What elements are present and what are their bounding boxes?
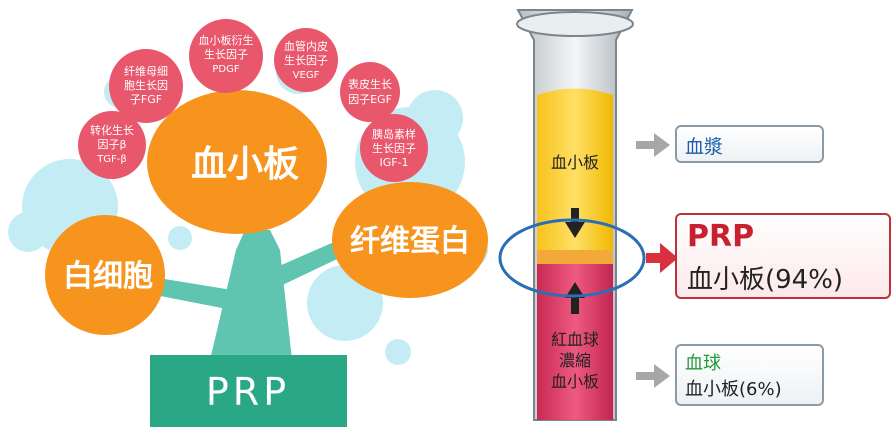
gf-tgf-line3: TGF-β <box>96 154 127 165</box>
blood-cell-detail: 血小板(6%) <box>685 379 782 400</box>
tree-nodes: 血小板 白细胞 纤维蛋白 <box>45 90 488 335</box>
arrow-right-red-icon <box>646 243 678 273</box>
gf-igf-line2: 生长因子 <box>372 141 416 155</box>
blood-cell-box: 血球 血小板(6%) <box>675 344 824 406</box>
gf-fgf-circle <box>109 49 183 123</box>
gf-pdgf-line3: PDGF <box>212 64 239 75</box>
gf-egf-line2: 因子EGF <box>348 93 392 106</box>
node-fibrin <box>332 182 488 298</box>
gf-igf-circle <box>360 114 428 182</box>
tube-lower-label-2: 濃縮 <box>559 351 591 370</box>
tube-rim <box>516 11 634 37</box>
tube-lower-label-1: 紅血球 <box>551 330 599 349</box>
tube-upper-label: 血小板 <box>551 153 599 172</box>
gf-igf-line1: 胰岛素样 <box>372 127 416 141</box>
gf-egf-line1: 表皮生长 <box>348 77 392 91</box>
gf-vegf-line3: VEGF <box>293 70 320 81</box>
gf-fgf-line2: 胞生长因 <box>124 78 168 92</box>
gf-fgf-line3: 子FGF <box>130 93 162 106</box>
tube-lower-label-3: 血小板 <box>551 372 599 391</box>
gf-pdgf-line2: 生长因子 <box>204 47 248 61</box>
arrow-up-icon <box>565 282 585 314</box>
node-wbc-label: 白细胞 <box>63 259 153 294</box>
gf-tgf-line1: 转化生长 <box>90 123 134 137</box>
gf-vegf-line2: 生长因子 <box>284 53 328 67</box>
blood-cell-title: 血球 <box>685 353 721 374</box>
node-platelet <box>147 90 327 234</box>
node-fibrin-label: 纤维蛋白 <box>350 224 470 259</box>
test-tube-diagram: 血小板 紅血球 濃縮 血小板 <box>498 9 678 421</box>
arrow-right-gray-icon <box>636 133 670 157</box>
plasma-label: 血漿 <box>685 136 724 158</box>
arrow-right-gray-icon <box>636 364 670 388</box>
gf-egf-circle <box>340 62 400 122</box>
prp-trunk-label: PRP <box>206 370 290 414</box>
gf-tgf-circle <box>78 111 146 179</box>
rbc-layer <box>537 264 613 420</box>
gf-fgf-line1: 纤维母细 <box>124 65 168 78</box>
prp-detail: 血小板(94%) <box>687 265 844 295</box>
growth-factors: 血小板衍生 生长因子 PDGF 血管内皮 生长因子 VEGF 纤维母细 胞生长因… <box>78 19 428 182</box>
prp-highlight-ring <box>498 218 646 298</box>
prp-title: PRP <box>687 219 755 254</box>
buffy-layer <box>537 250 613 264</box>
arrow-down-icon <box>565 208 585 238</box>
gf-pdgf-circle <box>189 19 263 93</box>
node-platelet-label: 血小板 <box>191 144 299 185</box>
prp-box: PRP 血小板(94%) <box>675 213 891 299</box>
gf-pdgf-line1: 血小板衍生 <box>199 33 254 47</box>
node-wbc <box>45 215 165 335</box>
prp-tree-diagram: 血小板 白细胞 纤维蛋白 血小板衍生 生长因子 PDGF 血管内皮 生长因子 V… <box>8 19 488 427</box>
plasma-box: 血漿 <box>675 125 824 163</box>
prp-trunk-box <box>150 355 347 427</box>
gf-vegf-line1: 血管内皮 <box>284 39 328 53</box>
gf-igf-line3: IGF-1 <box>379 156 408 169</box>
plasma-layer <box>537 88 613 250</box>
gf-tgf-line2: 因子β <box>97 138 126 151</box>
gf-vegf-circle <box>274 28 338 92</box>
